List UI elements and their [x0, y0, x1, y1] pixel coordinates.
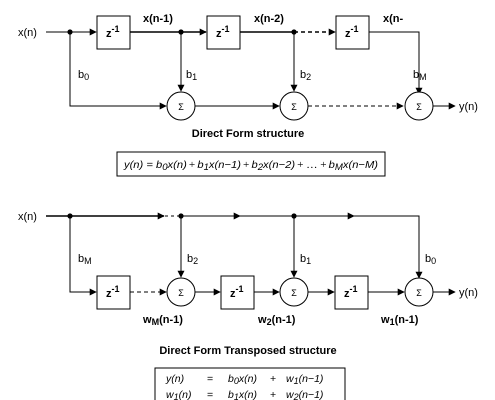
- df-delay-2-label: z-1: [216, 24, 230, 40]
- tf-eq1-plus: +: [270, 373, 276, 385]
- tf-equation-row-2: w1(n) = b1x(n) + w2(n−1): [166, 389, 323, 400]
- tf-eq2-eq: =: [207, 389, 213, 400]
- tf-input-label: x(n): [18, 211, 37, 223]
- df-delay-2: z-1: [206, 15, 241, 50]
- df-sum-2-symbol: Σ: [291, 102, 297, 112]
- tf-delay-2: z-1: [220, 275, 255, 310]
- df-equation: y(n) = b0x(n)+b1x(n−1)+b2x(n−2)+ … +bMx(…: [123, 159, 378, 172]
- tf-delay-3-label: z-1: [344, 284, 358, 300]
- df-equation-box: [116, 151, 386, 177]
- tf-eq1-mid: b0x(n): [228, 373, 257, 386]
- df-coef-b0: b0: [78, 69, 89, 82]
- tf-title: Direct Form Transposed structure: [159, 345, 336, 357]
- tf-eq1-eq: =: [207, 373, 213, 385]
- tf-sum-3: Σ: [404, 277, 434, 307]
- df-coef-bm: bM: [413, 69, 427, 82]
- df-tap-m: x(n-: [383, 13, 404, 25]
- df-tap-1: x(n-1): [143, 13, 173, 25]
- tf-sum-1: Σ: [166, 277, 196, 307]
- tf-delay-3: z-1: [334, 275, 369, 310]
- tf-delay-1-label: z-1: [106, 284, 120, 300]
- df-sum-m-symbol: Σ: [416, 102, 422, 112]
- tf-sum-2: Σ: [279, 277, 309, 307]
- df-delay-m: z-1: [335, 15, 370, 50]
- tf-coef-b0: b0: [425, 253, 436, 266]
- df-coef-b1: b1: [186, 69, 197, 82]
- df-delay-m-label: z-1: [345, 24, 359, 40]
- df-title: Direct Form structure: [192, 128, 304, 140]
- tf-eq1-lhs: y(n): [165, 373, 184, 385]
- tf-eq2-lhs: w1(n): [166, 389, 191, 400]
- tf-coef-b1: b1: [300, 253, 311, 266]
- tf-delay-1: z-1: [96, 275, 131, 310]
- df-delay-1: z-1: [96, 15, 131, 50]
- tf-coef-bm: bM: [78, 253, 92, 266]
- tf-eq2-plus: +: [270, 389, 276, 400]
- tf-coef-b2: b2: [187, 253, 198, 266]
- tf-delay-2-label: z-1: [230, 284, 244, 300]
- tf-eq1-rhs: w1(n−1): [286, 373, 323, 386]
- df-tap-2: x(n-2): [254, 13, 284, 25]
- df-sum-2: Σ: [279, 91, 309, 121]
- tf-sum-2-symbol: Σ: [291, 288, 297, 298]
- df-input-label: x(n): [18, 27, 37, 39]
- tf-eq2-mid: b1x(n): [228, 389, 257, 400]
- tf-equation-row-1: y(n) = b0x(n) + w1(n−1): [165, 373, 323, 386]
- df-line-m: [369, 31, 423, 95]
- transposed-form-diagram: x(n) bM b2 b1 b0 z-1 Σ wM(n-1): [18, 211, 478, 400]
- df-sum-1: Σ: [166, 91, 196, 121]
- df-delay-1-label: z-1: [106, 24, 120, 40]
- direct-form-diagram: x(n) z-1 x(n-1) z-1 x(n-2) z-1 x(n- b0: [18, 13, 478, 177]
- tf-equation-box: [154, 367, 346, 400]
- tf-state-m: wM(n-1): [142, 314, 183, 327]
- tf-input-line-3: [354, 215, 423, 279]
- tf-output-label: y(n): [459, 287, 478, 299]
- tf-state-2: w2(n-1): [257, 314, 296, 327]
- tf-sum-1-symbol: Σ: [178, 288, 184, 298]
- df-output-label: y(n): [459, 101, 478, 113]
- df-sum-m: Σ: [404, 91, 434, 121]
- df-sum-1-symbol: Σ: [178, 102, 184, 112]
- tf-sum-3-symbol: Σ: [416, 288, 422, 298]
- tf-state-1: w1(n-1): [380, 314, 419, 327]
- tf-branch-bm: [69, 216, 97, 296]
- df-coef-b2: b2: [300, 69, 311, 82]
- df-branch-b0: [69, 32, 167, 110]
- tf-eq2-rhs: w2(n−1): [286, 389, 323, 400]
